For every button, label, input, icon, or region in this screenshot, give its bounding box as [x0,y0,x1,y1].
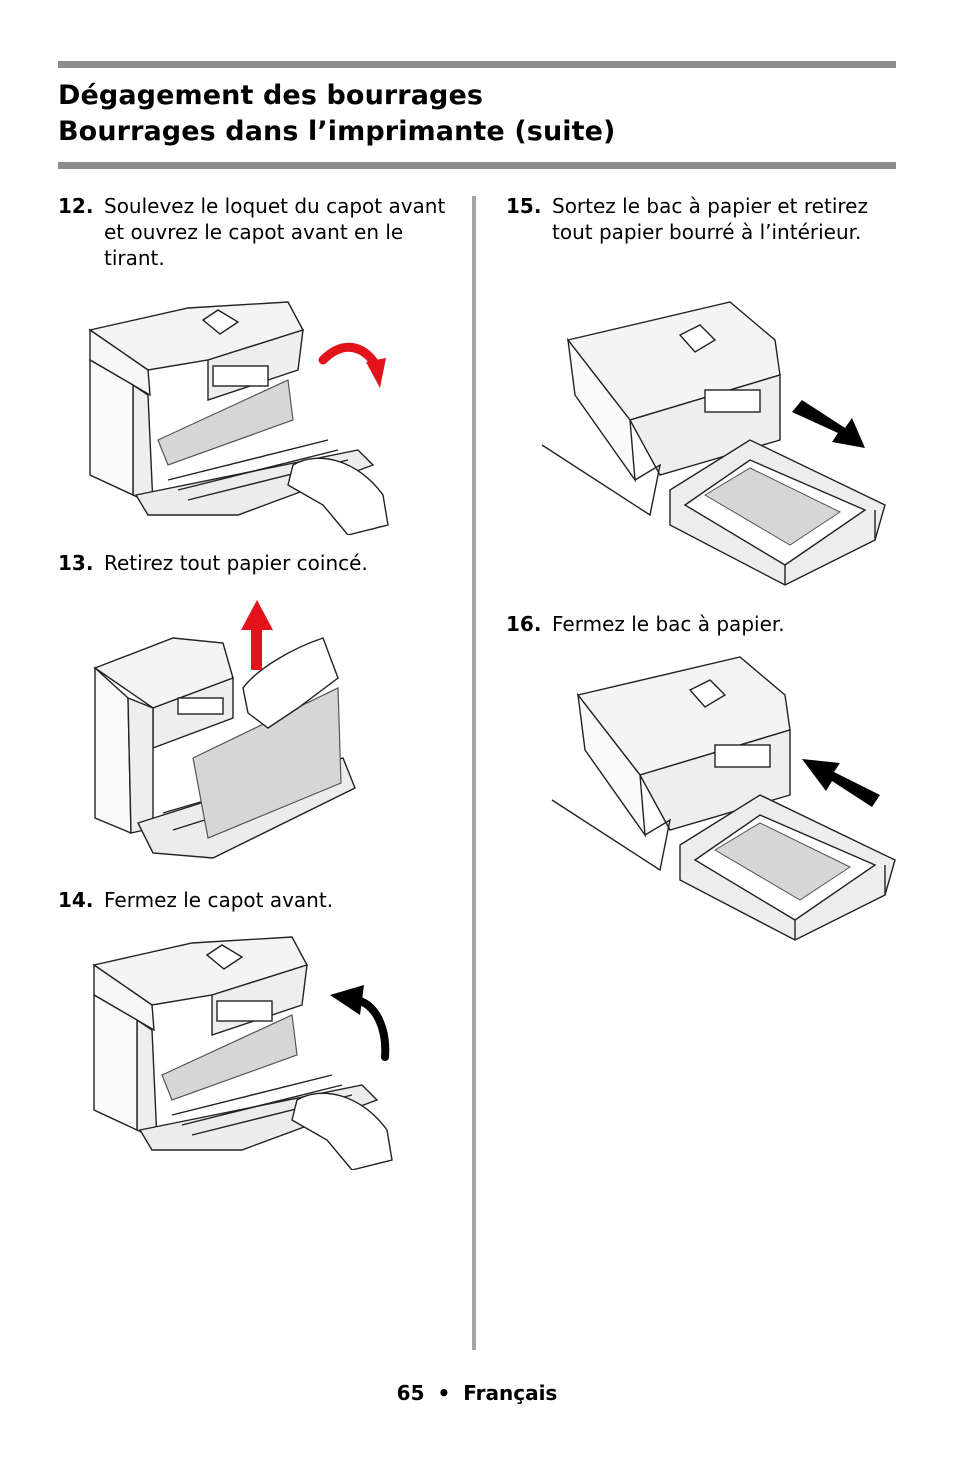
step-13: 13. Retirez tout papier coincé. [58,550,453,576]
page-number: 65 [396,1381,425,1405]
page-footer: 65 • Français [0,1381,954,1405]
step-text: Retirez tout papier coincé. [104,551,368,575]
title-line-1: Dégagement des bourrages [58,80,484,111]
step-text: Sortez le bac à papier et retirez tout p… [552,194,868,244]
step-15: 15. Sortez le bac à papier et retirez to… [506,193,901,245]
header-bottom-rule [58,162,896,169]
column-divider [472,196,476,1350]
step-text: Soulevez le loquet du capot avant et ouv… [104,194,446,270]
page-title: Dégagement des bourrages Bourrages dans … [58,78,616,150]
title-line-2: Bourrages dans l’imprimante (suite) [58,116,616,147]
step-12: 12. Soulevez le loquet du capot avant et… [58,193,453,271]
header-top-rule [58,61,896,68]
figure-pull-out-tray [540,300,888,590]
step-number: 16. [506,612,542,636]
step-text: Fermez le bac à papier. [552,612,785,636]
step-14: 14. Fermez le capot avant. [58,887,453,913]
figure-close-front-cover [92,935,397,1170]
step-number: 14. [58,888,94,912]
footer-language: Français [463,1381,558,1405]
figure-remove-paper [93,598,363,866]
figure-open-front-cover [88,300,393,535]
step-text: Fermez le capot avant. [104,888,334,912]
step-number: 13. [58,551,94,575]
footer-bullet: • [437,1381,451,1405]
step-number: 12. [58,194,94,218]
figure-close-tray [550,655,898,945]
step-16: 16. Fermez le bac à papier. [506,611,901,637]
step-number: 15. [506,194,542,218]
